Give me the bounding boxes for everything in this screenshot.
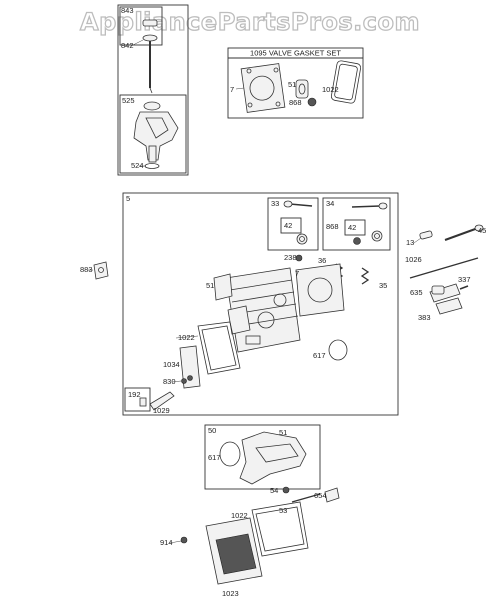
callout-635: 635 bbox=[410, 288, 423, 297]
callout-337: 337 bbox=[458, 275, 471, 284]
screw-914-icon bbox=[180, 536, 188, 544]
callout-51-gasket-set: 51 bbox=[288, 80, 296, 89]
callout-7-main: 7 bbox=[295, 269, 299, 278]
callout-842: 842 bbox=[121, 41, 134, 50]
callout-33: 33 bbox=[271, 199, 279, 208]
callout-50: 50 bbox=[208, 426, 216, 435]
manifold-o-ring-icon bbox=[219, 441, 241, 467]
exhaust-valve-subbox bbox=[322, 197, 391, 251]
callout-13: 13 bbox=[406, 238, 414, 247]
nut-654-icon bbox=[324, 487, 340, 503]
cylinder-head-box bbox=[122, 192, 399, 416]
callout-35: 35 bbox=[379, 281, 387, 290]
callout-51-main: 51 bbox=[206, 281, 214, 290]
rocker-cover-gasket-icon bbox=[330, 60, 362, 104]
callout-51-manifold: 51 bbox=[279, 428, 287, 437]
o-ring-617-icon bbox=[328, 339, 348, 361]
callout-1022-cover: 1022 bbox=[231, 511, 248, 520]
screw-54-icon bbox=[282, 486, 290, 494]
callout-53: 53 bbox=[279, 506, 287, 515]
callout-238: 238 bbox=[284, 253, 297, 262]
head-gasket-icon bbox=[240, 63, 286, 113]
callout-868-gasket-set: 868 bbox=[289, 98, 302, 107]
callout-1022-gasket-set: 1022 bbox=[322, 85, 339, 94]
callout-1023: 1023 bbox=[222, 589, 239, 598]
callout-54: 54 bbox=[270, 486, 278, 495]
intake-manifold-icon bbox=[219, 431, 307, 485]
rocker-gasket-main-icon bbox=[197, 321, 241, 375]
push-rod-1026-icon bbox=[409, 257, 479, 279]
spark-plug-icon bbox=[429, 283, 469, 303]
callout-524: 524 bbox=[131, 161, 144, 170]
bolt-238-icon bbox=[295, 254, 303, 262]
callout-5: 5 bbox=[126, 194, 130, 203]
rocker-cover-gasket-1022-icon bbox=[251, 501, 309, 557]
sleeve-383-icon bbox=[435, 297, 463, 315]
stud-53-icon bbox=[291, 493, 321, 503]
subbox-42b bbox=[344, 219, 366, 236]
callout-45: 45 bbox=[478, 226, 486, 235]
callout-1026: 1026 bbox=[405, 255, 422, 264]
dipstick-cap-subbox bbox=[119, 6, 163, 46]
callout-34: 34 bbox=[326, 199, 334, 208]
callout-192: 192 bbox=[128, 390, 141, 399]
callout-868-exhaust: 868 bbox=[326, 222, 339, 231]
intake-valve-icon bbox=[283, 200, 313, 245]
callout-617-main: 617 bbox=[313, 351, 326, 360]
dipstick-icon bbox=[142, 19, 158, 94]
callout-617-manifold: 617 bbox=[208, 453, 221, 462]
callout-654: 654 bbox=[314, 491, 327, 500]
intake-manifold-box bbox=[204, 424, 321, 490]
callout-42-intake: 42 bbox=[284, 221, 292, 230]
callout-1034: 1034 bbox=[163, 360, 180, 369]
exhaust-gasket-icon bbox=[295, 79, 309, 99]
head-gasket-main-icon bbox=[295, 263, 345, 317]
exhaust-valve-icon bbox=[351, 202, 388, 245]
o-ring-icon bbox=[144, 163, 160, 169]
kit-title-valve-gasket-set: 1095 VALVE GASKET SET bbox=[250, 49, 341, 58]
subbox-42a bbox=[280, 217, 302, 234]
rocker-cover-area bbox=[180, 486, 340, 585]
callout-1029: 1029 bbox=[153, 406, 170, 415]
valve-gasket-set-box: 1095 VALVE GASKET SET bbox=[227, 47, 364, 119]
screw-830-icon bbox=[181, 378, 187, 384]
watermark-title: AppliancePartsPros.com bbox=[80, 8, 420, 36]
callout-383: 383 bbox=[418, 313, 431, 322]
cylinder-head-icon bbox=[213, 267, 301, 353]
dipstick-assembly-box bbox=[117, 4, 189, 176]
leader-lines bbox=[88, 39, 422, 544]
callout-7-gasket-set: 7 bbox=[230, 85, 234, 94]
rocker-45-icon bbox=[444, 224, 484, 241]
callout-843: 843 bbox=[121, 6, 134, 15]
breather-tube-icon bbox=[139, 391, 175, 411]
callout-525: 525 bbox=[122, 96, 135, 105]
intake-valve-subbox bbox=[267, 197, 319, 251]
breather-plate-icon bbox=[179, 345, 201, 389]
oil-fill-tube-icon bbox=[133, 101, 179, 169]
callout-914: 914 bbox=[160, 538, 173, 547]
bracket-883-icon bbox=[93, 261, 109, 280]
valve-seal-icon bbox=[307, 97, 317, 107]
callout-36: 36 bbox=[318, 256, 326, 265]
callout-830: 830 bbox=[163, 377, 176, 386]
stud-13-icon bbox=[419, 230, 433, 240]
callout-42-exhaust: 42 bbox=[348, 223, 356, 232]
callout-883: 883 bbox=[80, 265, 93, 274]
adapter-635-icon bbox=[431, 285, 445, 295]
callout-1022-main: 1022 bbox=[178, 333, 195, 342]
subbox-192 bbox=[124, 387, 151, 412]
oil-fill-tube-subbox bbox=[119, 94, 187, 174]
